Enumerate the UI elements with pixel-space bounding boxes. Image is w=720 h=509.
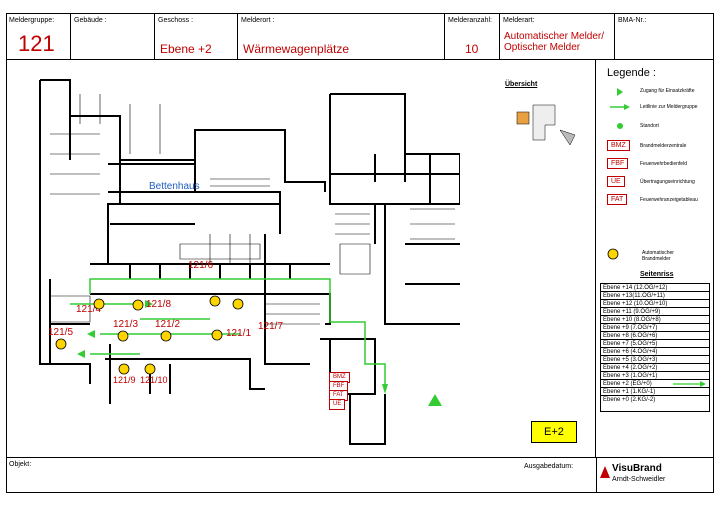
detector-label-121-3: 121/3	[113, 319, 139, 330]
meldergruppe-label: Meldergruppe:	[9, 17, 55, 24]
detector-121-1	[211, 329, 223, 341]
current-floor-arrow-icon	[673, 381, 706, 387]
melderort-value: Wärmewagenplätze	[243, 42, 350, 56]
bma-label: BMA-Nr.:	[618, 17, 647, 24]
drawing-frame	[6, 13, 714, 493]
objekt-label: Objekt:	[9, 461, 32, 468]
riser-row: Ebene +7 (5.OG/+5)	[601, 340, 709, 348]
detector-label-121-6: 121/6	[188, 260, 214, 271]
melderart-value: Automatischer Melder/ Optischer Melder	[504, 31, 604, 53]
floor-plan	[39, 79, 460, 445]
riser-row: Ebene +1 (1.KG/-1)	[601, 388, 709, 396]
detector-121-5	[55, 338, 67, 350]
detector-label-121-4: 121/4	[76, 304, 102, 315]
detector-label-121-10: 121/10	[140, 375, 168, 385]
legend-detector-text: Automatischer Brandmelder	[642, 250, 674, 262]
riser-row: Ebene +3 (1.OG/+1)	[601, 372, 709, 380]
overview-label: Übersicht	[505, 81, 538, 88]
riser-row: Ebene +6 (4.OG/+4)	[601, 348, 709, 356]
gebaeude-label: Gebäude :	[74, 17, 107, 24]
legend-detector-line1: Automatischer	[642, 250, 674, 256]
building-label: Bettenhaus	[149, 181, 200, 192]
header-gebaeude: Gebäude :	[71, 13, 155, 59]
geschoss-value: Ebene +2	[160, 42, 212, 56]
legend-item-access: Zugang für Einsatzkräfte	[640, 88, 695, 94]
detector-121-9	[118, 363, 130, 375]
legend-item-route: Leitlinie zur Meldergruppe	[640, 104, 698, 110]
header-bma: BMA-Nr.:	[615, 13, 714, 59]
overview-map	[516, 104, 576, 146]
geschoss-label: Geschoss :	[158, 17, 194, 24]
brand-logo-icon	[600, 466, 610, 478]
detector-label-121-5: 121/5	[48, 327, 74, 338]
detector-121-2	[160, 330, 172, 342]
header-divider	[6, 59, 714, 60]
meldergruppe-value: 121	[18, 31, 55, 56]
header-melderort: Melderort : Wärmewagenplätze	[238, 13, 445, 59]
header-melderanzahl: Melderanzahl: 10	[445, 13, 500, 59]
riser-row: Ebene +13(11.OG/+11)	[601, 292, 709, 300]
legend-symbols	[610, 88, 630, 129]
legend-detector-symbol	[607, 248, 619, 260]
footer-divider	[6, 457, 714, 458]
riser-row: Ebene +12 (10.OG/+10)	[601, 300, 709, 308]
legend-code-ue: ÜE	[607, 176, 625, 187]
detector-label-121-2: 121/2	[155, 319, 181, 330]
detector-121-3	[117, 330, 129, 342]
detector-label-121-1: 121/1	[226, 328, 252, 339]
detector-label-121-7: 121/7	[258, 321, 284, 332]
brand-block: VisuBrand Arndt-Schweidler	[596, 458, 714, 493]
dot-icon	[617, 123, 623, 129]
brand-name: VisuBrand	[612, 463, 662, 474]
melderanzahl-label: Melderanzahl:	[448, 17, 492, 24]
riser-row: Ebene +5 (3.OG/+3)	[601, 356, 709, 364]
ausgabedatum-label: Ausgabedatum:	[524, 463, 574, 470]
legend-item-fat: Feuerwehranzeigetableau	[640, 197, 698, 203]
detector-121-6	[209, 295, 221, 307]
riser-row: Ebene +14 (12.OG/+12)	[601, 284, 709, 292]
legend-item-bmz: Brandmelderzentrale	[640, 143, 687, 149]
riser-row: Ebene +9 (7.OG/+7)	[601, 324, 709, 332]
legend-code-fat: FAT	[607, 194, 628, 205]
melderart-label: Melderart:	[503, 17, 535, 24]
legend-code-fbf: FBF	[607, 158, 629, 169]
header-meldergruppe: Meldergruppe: 121	[6, 13, 71, 59]
legend-code-bmz: BMZ	[607, 140, 630, 151]
detector-121-8	[132, 299, 144, 311]
floor-badge: E+2	[531, 421, 577, 443]
legend-item-location: Standort	[640, 123, 659, 129]
brand-subname: Arndt-Schweidler	[612, 476, 666, 483]
melderart-line1: Automatischer Melder/	[504, 31, 605, 42]
legend-divider	[595, 59, 596, 457]
riser-row-current: Ebene +2 (EG/+0)	[601, 380, 709, 388]
legend-detector-line2: Brandmelder	[642, 256, 671, 262]
legend-item-fbf: Feuerwehrbedienfeld	[640, 161, 687, 167]
riser-title: Seitenriss	[640, 271, 674, 278]
riser-row: Ebene +4 (2.OG/+2)	[601, 364, 709, 372]
riser-table: Ebene +14 (12.OG/+12) Ebene +13(11.OG/+1…	[600, 283, 710, 412]
detector-121-10	[144, 363, 156, 375]
riser-row: Ebene +10 (8.OG/+8)	[601, 316, 709, 324]
detector-label-121-9: 121/9	[113, 375, 136, 385]
arrow-icon	[624, 104, 630, 110]
melderort-label: Melderort :	[241, 17, 275, 24]
detector-121-7	[232, 298, 244, 310]
riser-row: Ebene +0 (2.KG/-2)	[603, 397, 656, 403]
riser-row-current-label: Ebene +2 (EG/+0)	[603, 381, 652, 387]
detector-121-4	[93, 298, 105, 310]
plan-code-ue: ÜE	[329, 399, 346, 410]
header-melderart: Melderart: Automatischer Melder/ Optisch…	[500, 13, 615, 59]
legend-title: Legende :	[607, 67, 656, 79]
riser-row: Ebene +11 (9.OG/+9)	[601, 308, 709, 316]
riser-row: Ebene +8 (6.OG/+6)	[601, 332, 709, 340]
detector-label-121-8: 121/8	[146, 299, 172, 310]
melderanzahl-value: 10	[465, 42, 479, 56]
melderart-line2: Optischer Melder	[504, 42, 581, 53]
triangle-icon	[617, 88, 623, 96]
legend-item-ue: Übertragungseinrichtung	[640, 179, 695, 185]
header-geschoss: Geschoss : Ebene +2	[155, 13, 238, 59]
